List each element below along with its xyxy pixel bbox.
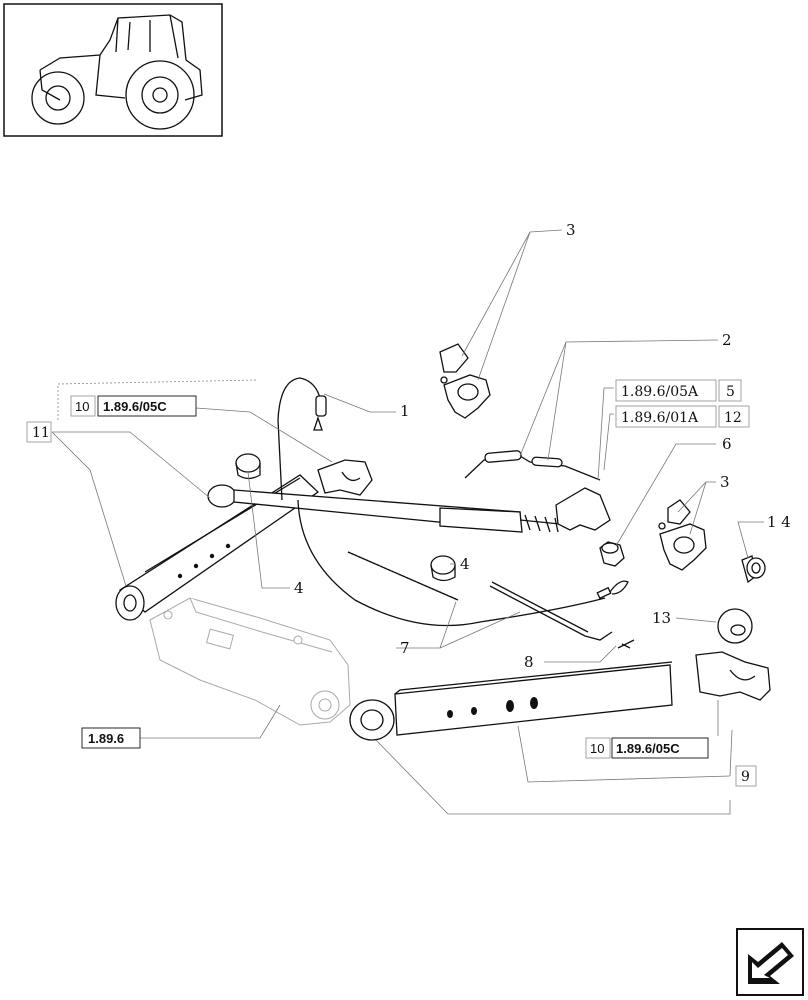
callout-7: 7 [400, 639, 410, 657]
callout-2: 2 [722, 331, 732, 349]
ball-13 [717, 608, 753, 644]
callout-6: 6 [722, 435, 732, 453]
svg-text:5: 5 [726, 384, 735, 400]
callout-4-mid: 4 [460, 555, 470, 573]
svg-text:10: 10 [590, 741, 604, 756]
ref-frame: 1.89.6 [81, 727, 141, 749]
svg-text:1.89.6/05A: 1.89.6/05A [621, 384, 699, 400]
tractor-icon [31, 14, 203, 130]
leader-lines [51, 229, 764, 815]
cable [297, 499, 629, 627]
svg-text:1.89.6/05C: 1.89.6/05C [616, 741, 680, 756]
callout-8: 8 [524, 653, 534, 671]
callout-13: 13 [652, 609, 671, 627]
chain-pin [277, 377, 327, 501]
pin-14 [741, 555, 766, 584]
svg-text:12: 12 [724, 410, 742, 426]
ref-9-box: 9 [735, 765, 757, 787]
bush [599, 541, 625, 567]
callout-11: 11 [32, 425, 50, 441]
ref-top-left: 10 1.89.6/05C [70, 395, 197, 417]
svg-text:10: 10 [75, 399, 89, 414]
callout-4-left: 4 [294, 579, 304, 597]
arrow-down-left-icon [748, 942, 794, 984]
ref-right-b: 1.89.6/01A 12 [615, 405, 750, 428]
stabilizer-chain [464, 450, 601, 481]
nav-arrow-button[interactable] [736, 928, 804, 996]
rear-frame-ghost [149, 597, 351, 726]
hook-bottom-right [695, 651, 771, 701]
clip-mid [430, 555, 456, 582]
svg-text:1.89.6/05C: 1.89.6/05C [103, 399, 167, 414]
spring [347, 551, 459, 601]
hook-top-left [317, 459, 373, 496]
callout-9: 9 [741, 769, 750, 785]
rod [489, 581, 635, 649]
ref-right-a: 1.89.6/05A 5 [615, 379, 742, 402]
ref-bottom: 10 1.89.6/05C [585, 737, 709, 759]
callout-1: 1 [400, 402, 410, 420]
hook-top [439, 343, 491, 419]
top-link [207, 484, 611, 533]
svg-text:1.89.6: 1.89.6 [88, 731, 124, 746]
lower-link-left [115, 474, 320, 621]
svg-text:1.89.6/01A: 1.89.6/01A [621, 410, 699, 426]
callout-14: 1 4 [767, 513, 791, 531]
lower-link-right [349, 661, 673, 741]
callout-3-right: 3 [720, 473, 730, 491]
callout-3-top: 3 [566, 221, 576, 239]
tractor-thumbnail [3, 3, 223, 137]
hook-right [658, 499, 707, 571]
ref-11-box: 11 [26, 421, 52, 443]
callouts: 3 2 1 6 3 1 4 4 4 13 7 8 [294, 221, 791, 671]
